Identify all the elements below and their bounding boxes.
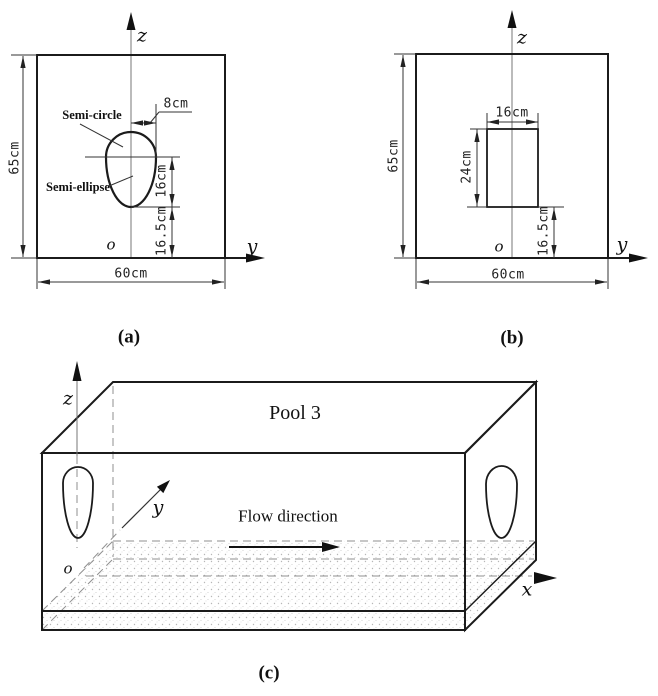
panel-b-dimension-arrowheads <box>400 55 607 285</box>
panel-c-sediment-bed <box>42 541 536 630</box>
panel-b-plate <box>415 53 609 259</box>
panel-a-dimension-arrowheads <box>20 56 224 285</box>
panel-a-orifice-outline <box>104 130 158 209</box>
panel-c-linework <box>39 361 557 633</box>
panel-c-y-axis-label: y <box>152 496 164 519</box>
panel-b-z-axis-label: z <box>516 26 528 49</box>
panel-c-flow-arrowhead-icon <box>322 542 340 552</box>
panel-b-linework <box>394 10 648 289</box>
panel-c-y-axis-line <box>121 488 162 529</box>
panel-c-z-axis-label: z <box>62 387 74 410</box>
panel-b-offset-dim-label: 16.5cm <box>536 206 552 256</box>
panel-a-caption: (a) <box>117 326 141 348</box>
panel-a-offset-dim-label: 16.5cm <box>154 206 170 256</box>
panel-a-z-arrowhead-icon <box>126 12 136 30</box>
panel-a-origin-label: o <box>106 235 116 254</box>
panel-b-y-axis-label: y <box>616 233 628 256</box>
panel-b-orifice-rect <box>486 128 539 208</box>
panel-c-y-arrowhead-icon <box>156 480 170 494</box>
panel-c-left-orifice <box>62 466 94 539</box>
panel-c-pool-label: Pool 3 <box>269 402 321 424</box>
panel-b-z-arrowhead-icon <box>507 10 517 28</box>
panel-b-rect-width-dim-label: 16cm <box>495 105 529 121</box>
panel-b-y-arrowhead-icon <box>629 253 648 263</box>
panel-c-hidden-edges <box>41 386 534 631</box>
panel-b-height-dim-label: 65cm <box>386 139 402 173</box>
panel-a-radius-dim-label: 8cm <box>163 96 189 112</box>
panel-b-dimension-lines <box>394 53 609 289</box>
panel-a-linework <box>11 12 265 289</box>
panel-c-origin-label: o <box>63 559 73 578</box>
panel-a-dimension-lines <box>11 54 226 289</box>
panel-c-x-arrowhead-icon <box>534 572 557 584</box>
panel-b-width-dim-label: 60cm <box>491 267 525 283</box>
panel-a-z-axis-label: z <box>136 24 148 47</box>
panel-c-z-arrowhead-icon <box>72 361 82 381</box>
panel-b-rect-height-dim-label: 24cm <box>459 150 475 184</box>
panel-a-semiellipse-label: Semi-ellipse <box>46 179 110 194</box>
panel-c-box-outline <box>39 379 539 633</box>
panel-a-y-arrowhead-icon <box>246 253 265 263</box>
panel-a-width-dim-label: 60cm <box>114 266 148 282</box>
panel-c-caption: (c) <box>258 662 280 684</box>
panel-a-ellipse-dim-label: 16cm <box>154 164 170 198</box>
panel-b-origin-label: o <box>494 237 504 256</box>
panel-a-y-axis-label: y <box>246 235 258 258</box>
panel-c-x-axis-label: x <box>521 578 533 601</box>
panel-a-semicircle-label: Semi-circle <box>62 107 122 122</box>
panel-c-flow-label: Flow direction <box>238 506 338 526</box>
panel-a-plate <box>36 54 226 259</box>
panel-c-right-orifice <box>485 465 518 539</box>
panel-a-height-dim-label: 65cm <box>7 141 23 175</box>
panel-b-caption: (b) <box>500 327 524 349</box>
